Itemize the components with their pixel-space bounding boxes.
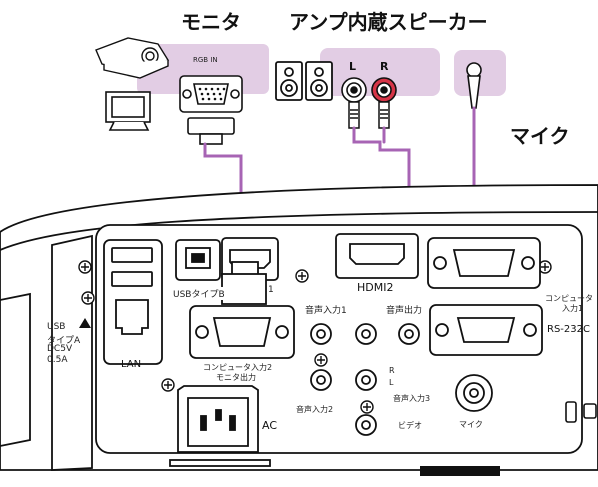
audio-in3-r-label: R — [389, 366, 395, 375]
speaker-r-label: R — [380, 60, 389, 73]
usb-type-a-line3: DC5V — [47, 344, 73, 354]
mic-port-label: マイク — [459, 420, 483, 429]
computer-in2-port — [189, 273, 295, 359]
audio-out-label: 音声出力 — [386, 306, 423, 316]
rca-jack-r — [371, 77, 397, 103]
computer-in2-line1: コンピュータ入力2 — [203, 363, 273, 372]
computer-in1-port — [427, 237, 541, 289]
mic-port — [455, 374, 493, 412]
video-label: ビデオ — [398, 421, 422, 430]
audio-jacks — [310, 323, 420, 436]
audio-in3-label: 音声入力3 — [393, 394, 431, 403]
usb-type-a-line4: 0.5A — [47, 355, 68, 365]
audio-in3-l-label: L — [389, 378, 394, 387]
rs232c-port — [429, 304, 543, 356]
rca-plugs — [348, 101, 390, 129]
monitor-heading: モニタ — [181, 10, 241, 34]
mic-heading: マイク — [510, 124, 570, 148]
computer-in2-line2: モニタ出力 — [216, 373, 256, 382]
monitor-icon — [105, 91, 151, 131]
security-slot — [565, 401, 597, 423]
computer-in1-line1: コンピュータ — [545, 294, 593, 303]
usb-type-a-line2: タイプA — [47, 336, 81, 346]
vga-plug-top — [187, 117, 235, 145]
computer-in1-line2: 入力1 — [562, 304, 584, 313]
hdmi2-port — [335, 233, 419, 279]
rs232c-label: RS-232C — [547, 324, 590, 335]
screws — [78, 260, 552, 414]
rgb-in-connector — [179, 75, 243, 113]
ac-inlet — [169, 385, 271, 467]
vents — [420, 466, 500, 476]
projector-icon — [95, 37, 170, 79]
speaker-icon — [275, 61, 333, 101]
ac-label: AC — [262, 419, 278, 432]
audio-in2-label: 音声入力2 — [296, 405, 334, 414]
lan-label: LAN — [121, 359, 142, 370]
hdmi2-label: HDMI2 — [357, 281, 394, 294]
usb-b-port — [175, 239, 221, 281]
usb-lan-block — [103, 239, 163, 365]
microphone-icon — [466, 62, 482, 109]
amp-speaker-heading: アンプ内蔵スピーカー — [289, 10, 488, 34]
hdmi1-suffix-label: 1 — [268, 285, 274, 295]
usb-type-a-line1: USB — [47, 322, 66, 332]
speaker-l-label: L — [349, 60, 357, 73]
usb-type-b-label: USBタイプB — [173, 287, 225, 300]
audio-in1-label: 音声入力1 — [305, 306, 347, 316]
warning-triangle — [79, 318, 91, 328]
rca-jack-l — [341, 77, 367, 103]
rgb-in-label: RGB IN — [193, 56, 218, 64]
